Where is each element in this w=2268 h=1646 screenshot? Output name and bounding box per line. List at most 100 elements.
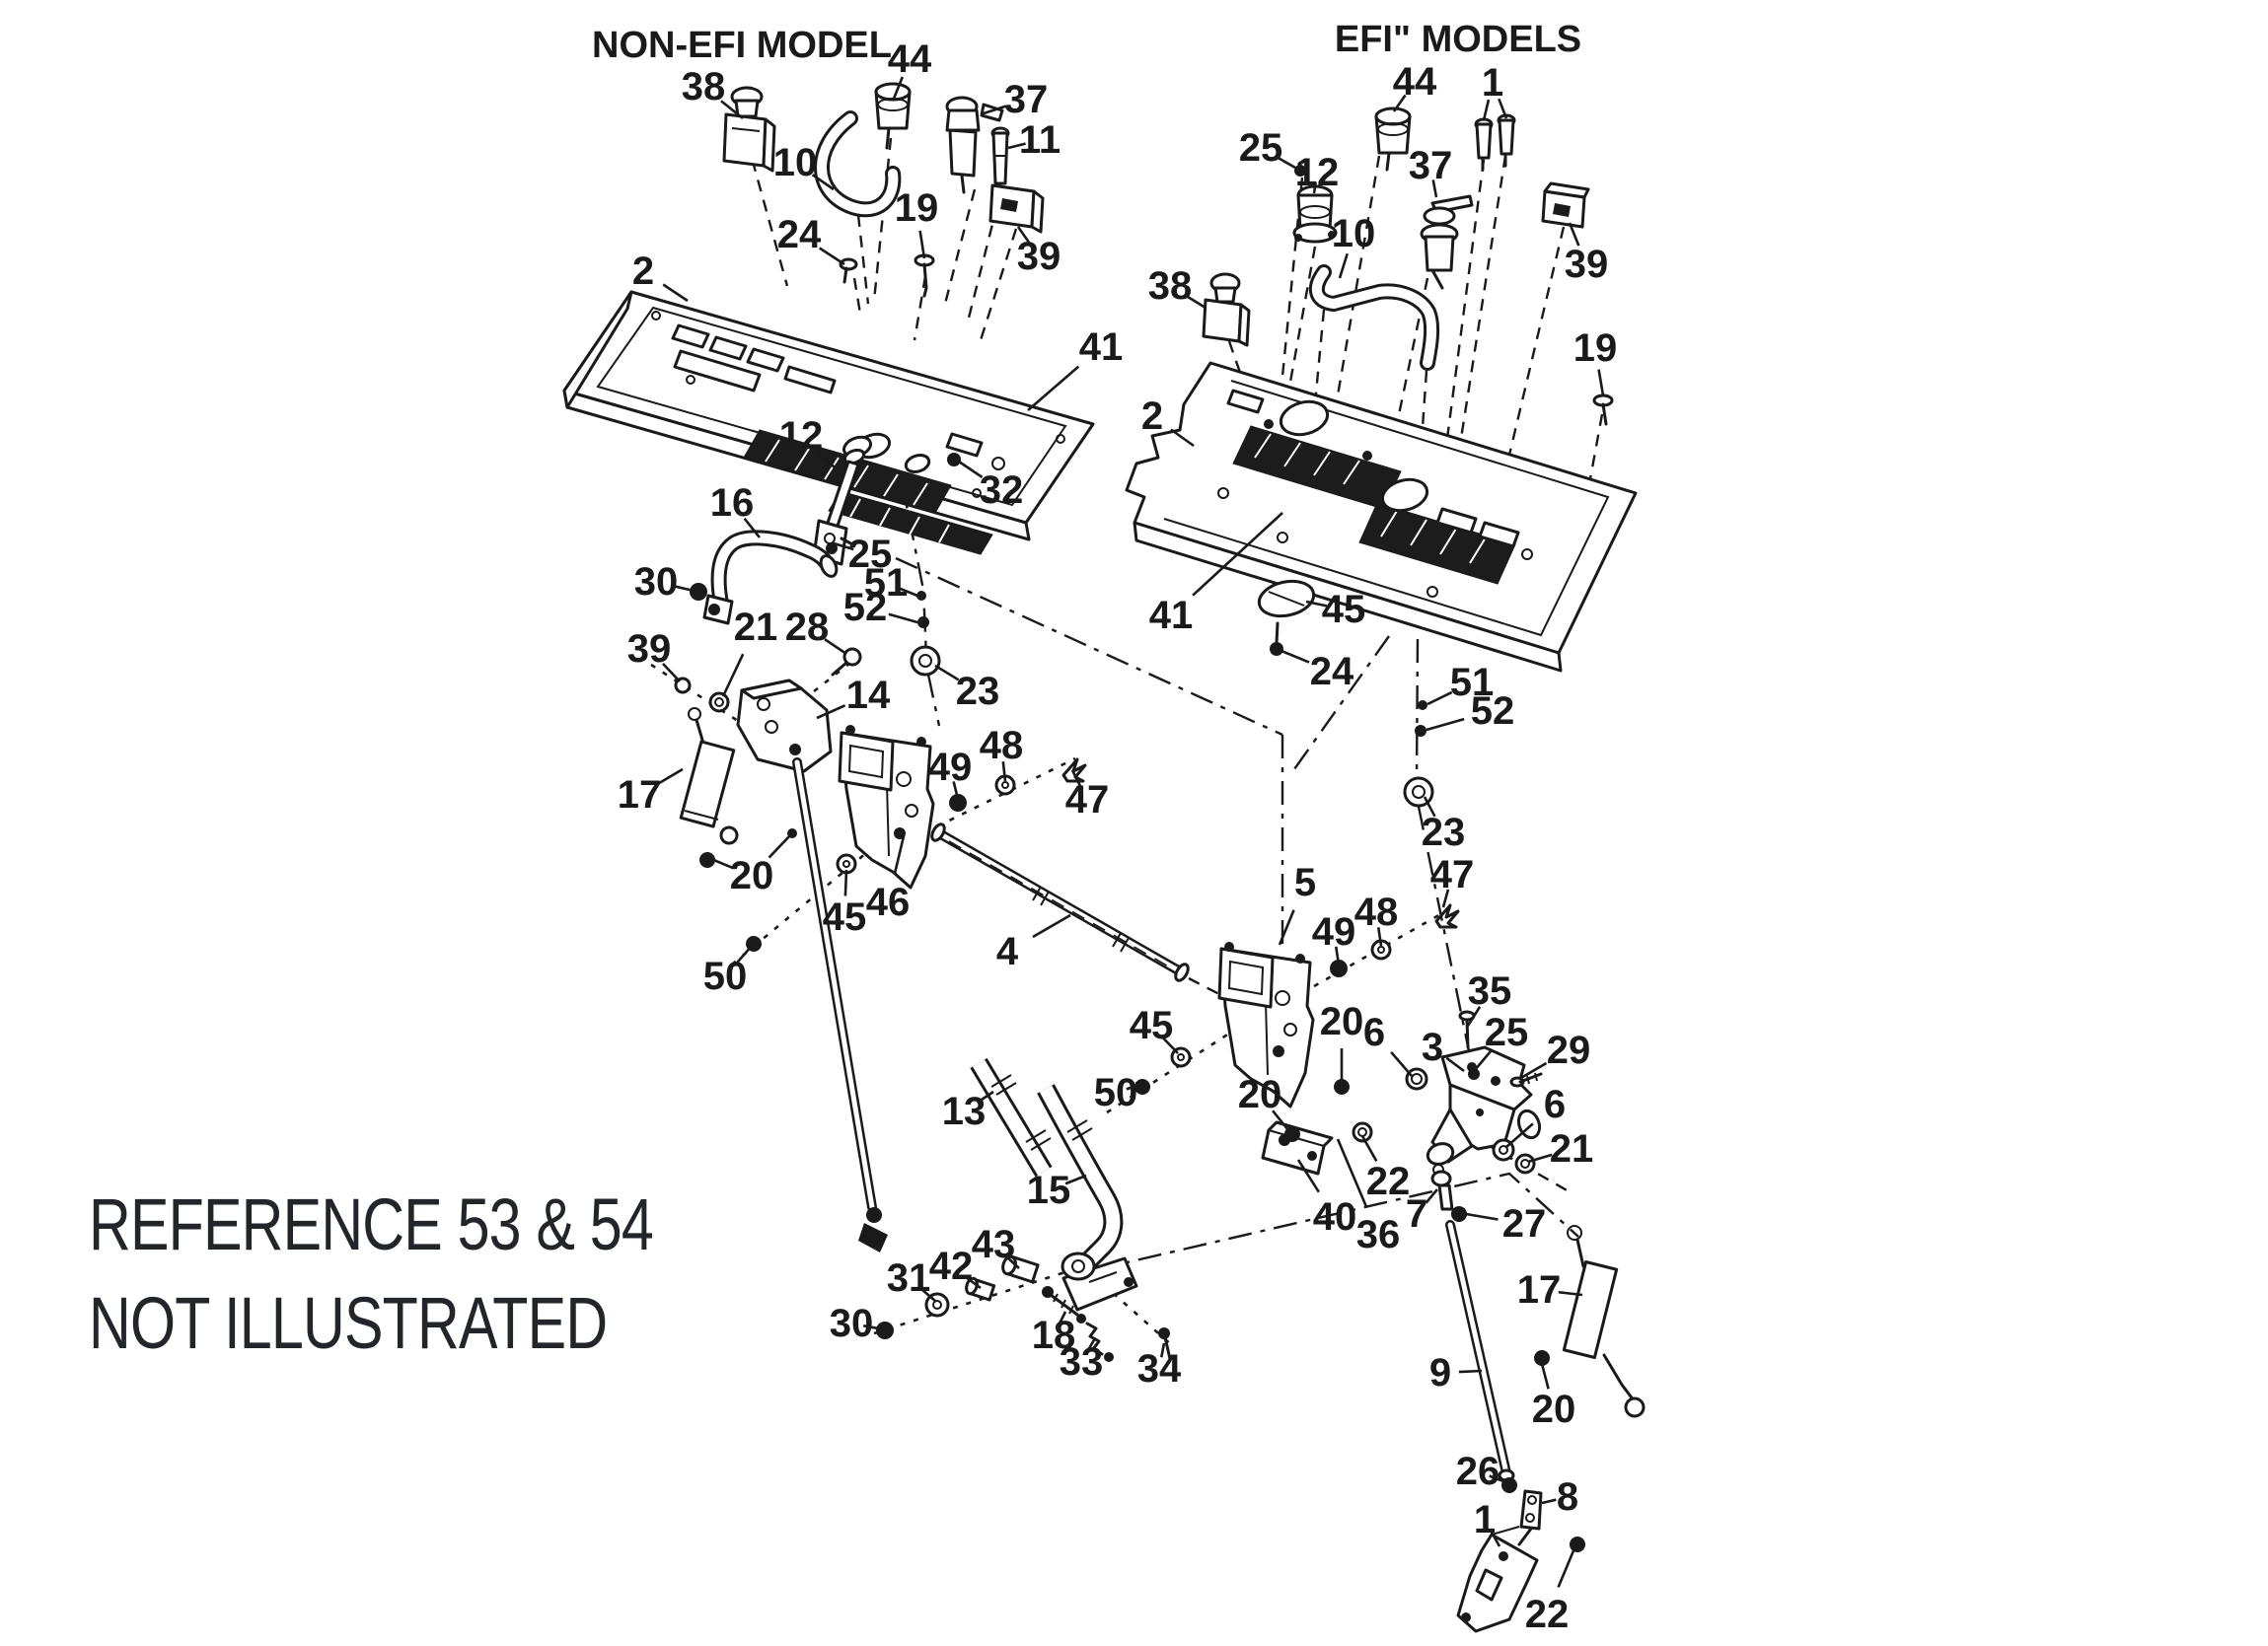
leader-line [952, 781, 960, 800]
reference-note-line2: NOT ILLUSTRATED [89, 1282, 608, 1364]
part-number: 41 [1149, 594, 1194, 637]
leader-line [1489, 1474, 1504, 1483]
leader-line [980, 105, 1006, 116]
connector-39-efi [1541, 181, 1590, 229]
part-number: 20 [1532, 1388, 1576, 1431]
callout-52: 52 [1426, 689, 1515, 733]
efi-panel [1125, 361, 1638, 673]
part-number: 24 [1310, 650, 1354, 693]
screw-19 [914, 253, 935, 298]
leader-line [1280, 649, 1310, 664]
callout-43: 43 [972, 1223, 1020, 1269]
callout-22: 22 [1360, 1135, 1410, 1203]
callout-10: 10 [773, 141, 835, 191]
leader-line [658, 767, 684, 785]
part-number: 37 [1409, 144, 1453, 187]
nut-20-left [699, 852, 715, 868]
leader-line [743, 517, 762, 538]
leader-line [1278, 909, 1295, 946]
leader-line [1312, 181, 1317, 194]
part-number: 17 [618, 773, 662, 817]
part-number: 30 [830, 1302, 874, 1345]
pin-51 [916, 591, 926, 601]
leader-line [1441, 889, 1450, 908]
leader-line [1162, 1037, 1179, 1054]
part-number: 19 [895, 186, 939, 230]
leader-line [1159, 1342, 1166, 1358]
nut-30b [876, 1322, 894, 1339]
part-number: 18 [1032, 1314, 1076, 1357]
screw-19-efi [1592, 394, 1614, 426]
part-number: 39 [1017, 235, 1061, 278]
leader-line [815, 449, 836, 468]
callout-52: 52 [843, 586, 918, 629]
bolt-18 [1042, 1286, 1086, 1324]
part-number: 44 [1393, 60, 1437, 104]
part-number: 8 [1557, 1475, 1578, 1519]
part-number: 51 [1450, 661, 1495, 704]
callout-12: 12 [779, 414, 836, 468]
callout-44: 44 [888, 37, 932, 100]
leader-line [1001, 761, 1007, 782]
callout-17: 17 [618, 767, 684, 817]
part-number: 7 [1406, 1192, 1427, 1236]
part-number: 15 [1027, 1169, 1071, 1212]
callout-45: 45 [1305, 588, 1366, 631]
leader-line [1568, 222, 1580, 247]
part-number: 45 [1322, 588, 1366, 631]
part-number: 28 [785, 606, 830, 649]
leader-line [1425, 1188, 1438, 1204]
nut-6 [1405, 1067, 1428, 1091]
callout-20: 20 [710, 834, 791, 897]
callout-19: 19 [1573, 326, 1617, 396]
callout-47: 47 [1065, 769, 1109, 822]
leader-line [720, 100, 744, 120]
leader-line [710, 857, 735, 870]
part-number: 26 [1456, 1450, 1500, 1493]
part-number: 20 [730, 854, 774, 897]
part-number: 20 [1238, 1073, 1282, 1116]
nut-27 [1451, 1206, 1467, 1222]
hose-10-efi [1308, 264, 1440, 371]
callout-13: 13 [942, 1090, 994, 1133]
part-number: 30 [634, 560, 679, 604]
reference-note: REFERENCE 53 & 54 NOT ILLUSTRATED [89, 1176, 654, 1373]
callout-20: 20 [1238, 1073, 1290, 1131]
part-number: 37 [1004, 78, 1049, 121]
part-number: 1 [1474, 1498, 1496, 1541]
callout-7: 7 [1406, 1188, 1438, 1236]
part-number: 48 [980, 724, 1024, 767]
non-efi-switches [722, 82, 1045, 298]
bolt-34 [1158, 1327, 1172, 1361]
nut-23 [910, 645, 941, 677]
leader-line [976, 1090, 994, 1105]
part-number: 40 [1313, 1195, 1357, 1239]
switch-44 [874, 82, 912, 150]
leader-line [1296, 1159, 1320, 1193]
bolt-28 [831, 647, 862, 677]
switch-37-efi [1420, 194, 1474, 290]
leader-line [1527, 1153, 1553, 1164]
callout-48: 48 [980, 724, 1024, 782]
part-number: 46 [866, 881, 911, 924]
efi-switches [1202, 107, 1614, 808]
switch-38 [722, 86, 776, 173]
part-number: 39 [1565, 243, 1609, 286]
part-number: 52 [1471, 689, 1515, 733]
callout-48: 48 [1354, 891, 1398, 947]
bracket-46 [838, 725, 935, 890]
part-number: 41 [1079, 325, 1124, 369]
callout-22: 22 [1525, 1547, 1576, 1636]
callout-1: 1 [1474, 1498, 1501, 1547]
part-number: 12 [1295, 151, 1340, 194]
bolt-35 [1458, 1010, 1476, 1049]
callout-14: 14 [816, 674, 891, 720]
part-number: 9 [1429, 1351, 1451, 1395]
leader-line [1540, 1363, 1550, 1390]
callout-29: 29 [1518, 1029, 1590, 1081]
nut-22-bottom [1570, 1537, 1585, 1552]
callout-6: 6 [1505, 1083, 1566, 1148]
callout-3: 3 [1422, 1026, 1465, 1073]
part-number: 50 [703, 955, 748, 998]
cotter-47-right [1434, 903, 1460, 929]
